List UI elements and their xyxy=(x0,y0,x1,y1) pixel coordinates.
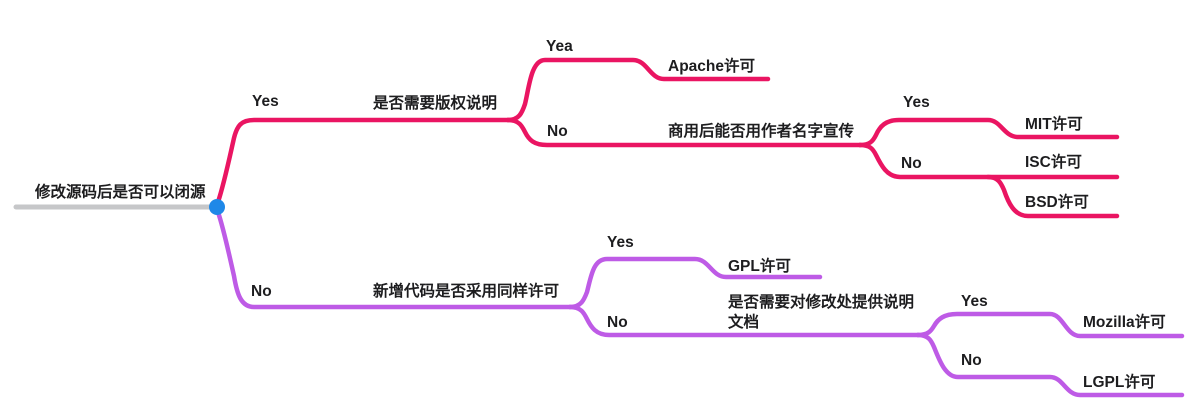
edge-copyright-yea-to-apache xyxy=(505,57,771,123)
edge-label-yes-gpl[interactable]: Yes xyxy=(607,234,634,251)
root-node-dot[interactable] xyxy=(209,199,225,215)
node-label-gpl[interactable]: GPL许可 xyxy=(728,256,791,275)
node-label-same-license-question[interactable]: 新增代码是否采用同样许可 xyxy=(373,281,559,300)
edge-same-license-no-to-doc-question xyxy=(567,304,921,338)
edge-same-license-yes-to-gpl xyxy=(567,256,823,310)
edge-label-no-doc[interactable]: No xyxy=(607,314,628,331)
edge-label-no-promo[interactable]: No xyxy=(547,123,568,140)
edge-promo-yes-to-mit xyxy=(857,117,1120,148)
node-label-copyright-question[interactable]: 是否需要版权说明 xyxy=(372,93,497,112)
node-label-doc-question-line1[interactable]: 是否需要对修改处提供说明 xyxy=(727,292,914,311)
node-label-doc-question-line2[interactable]: 文档 xyxy=(728,312,759,331)
edge-label-no-same-license[interactable]: No xyxy=(251,283,272,300)
node-label-isc[interactable]: ISC许可 xyxy=(1025,152,1082,171)
edge-root-to-copyright-question xyxy=(215,117,511,205)
node-label-promo-question[interactable]: 商用后能否用作者名字宣传 xyxy=(668,121,855,140)
edge-label-no-lgpl[interactable]: No xyxy=(961,352,982,369)
edge-root-to-same-license-question xyxy=(215,209,573,310)
edge-copyright-no-to-promo-question xyxy=(505,117,863,148)
edge-label-no-isc[interactable]: No xyxy=(901,155,922,172)
node-label-mit[interactable]: MIT许可 xyxy=(1025,114,1083,133)
edge-promo-no-to-bsd xyxy=(985,174,1120,219)
node-label-mozilla[interactable]: Mozilla许可 xyxy=(1083,312,1166,331)
edge-label-yes-mozilla[interactable]: Yes xyxy=(961,293,988,310)
node-label-apache[interactable]: Apache许可 xyxy=(668,56,755,75)
edge-label-yea-apache[interactable]: Yea xyxy=(546,38,573,55)
edge-doc-yes-to-mozilla xyxy=(915,311,1185,339)
edge-promo-no-to-isc xyxy=(857,142,1120,180)
root-node-label[interactable]: 修改源码后是否可以闭源 xyxy=(34,182,206,201)
node-label-bsd[interactable]: BSD许可 xyxy=(1025,192,1089,211)
edge-label-yes-mit[interactable]: Yes xyxy=(903,94,930,111)
edge-doc-no-to-lgpl xyxy=(915,332,1185,398)
node-label-lgpl[interactable]: LGPL许可 xyxy=(1083,372,1155,391)
edge-label-yes-copyright[interactable]: Yes xyxy=(252,93,279,110)
